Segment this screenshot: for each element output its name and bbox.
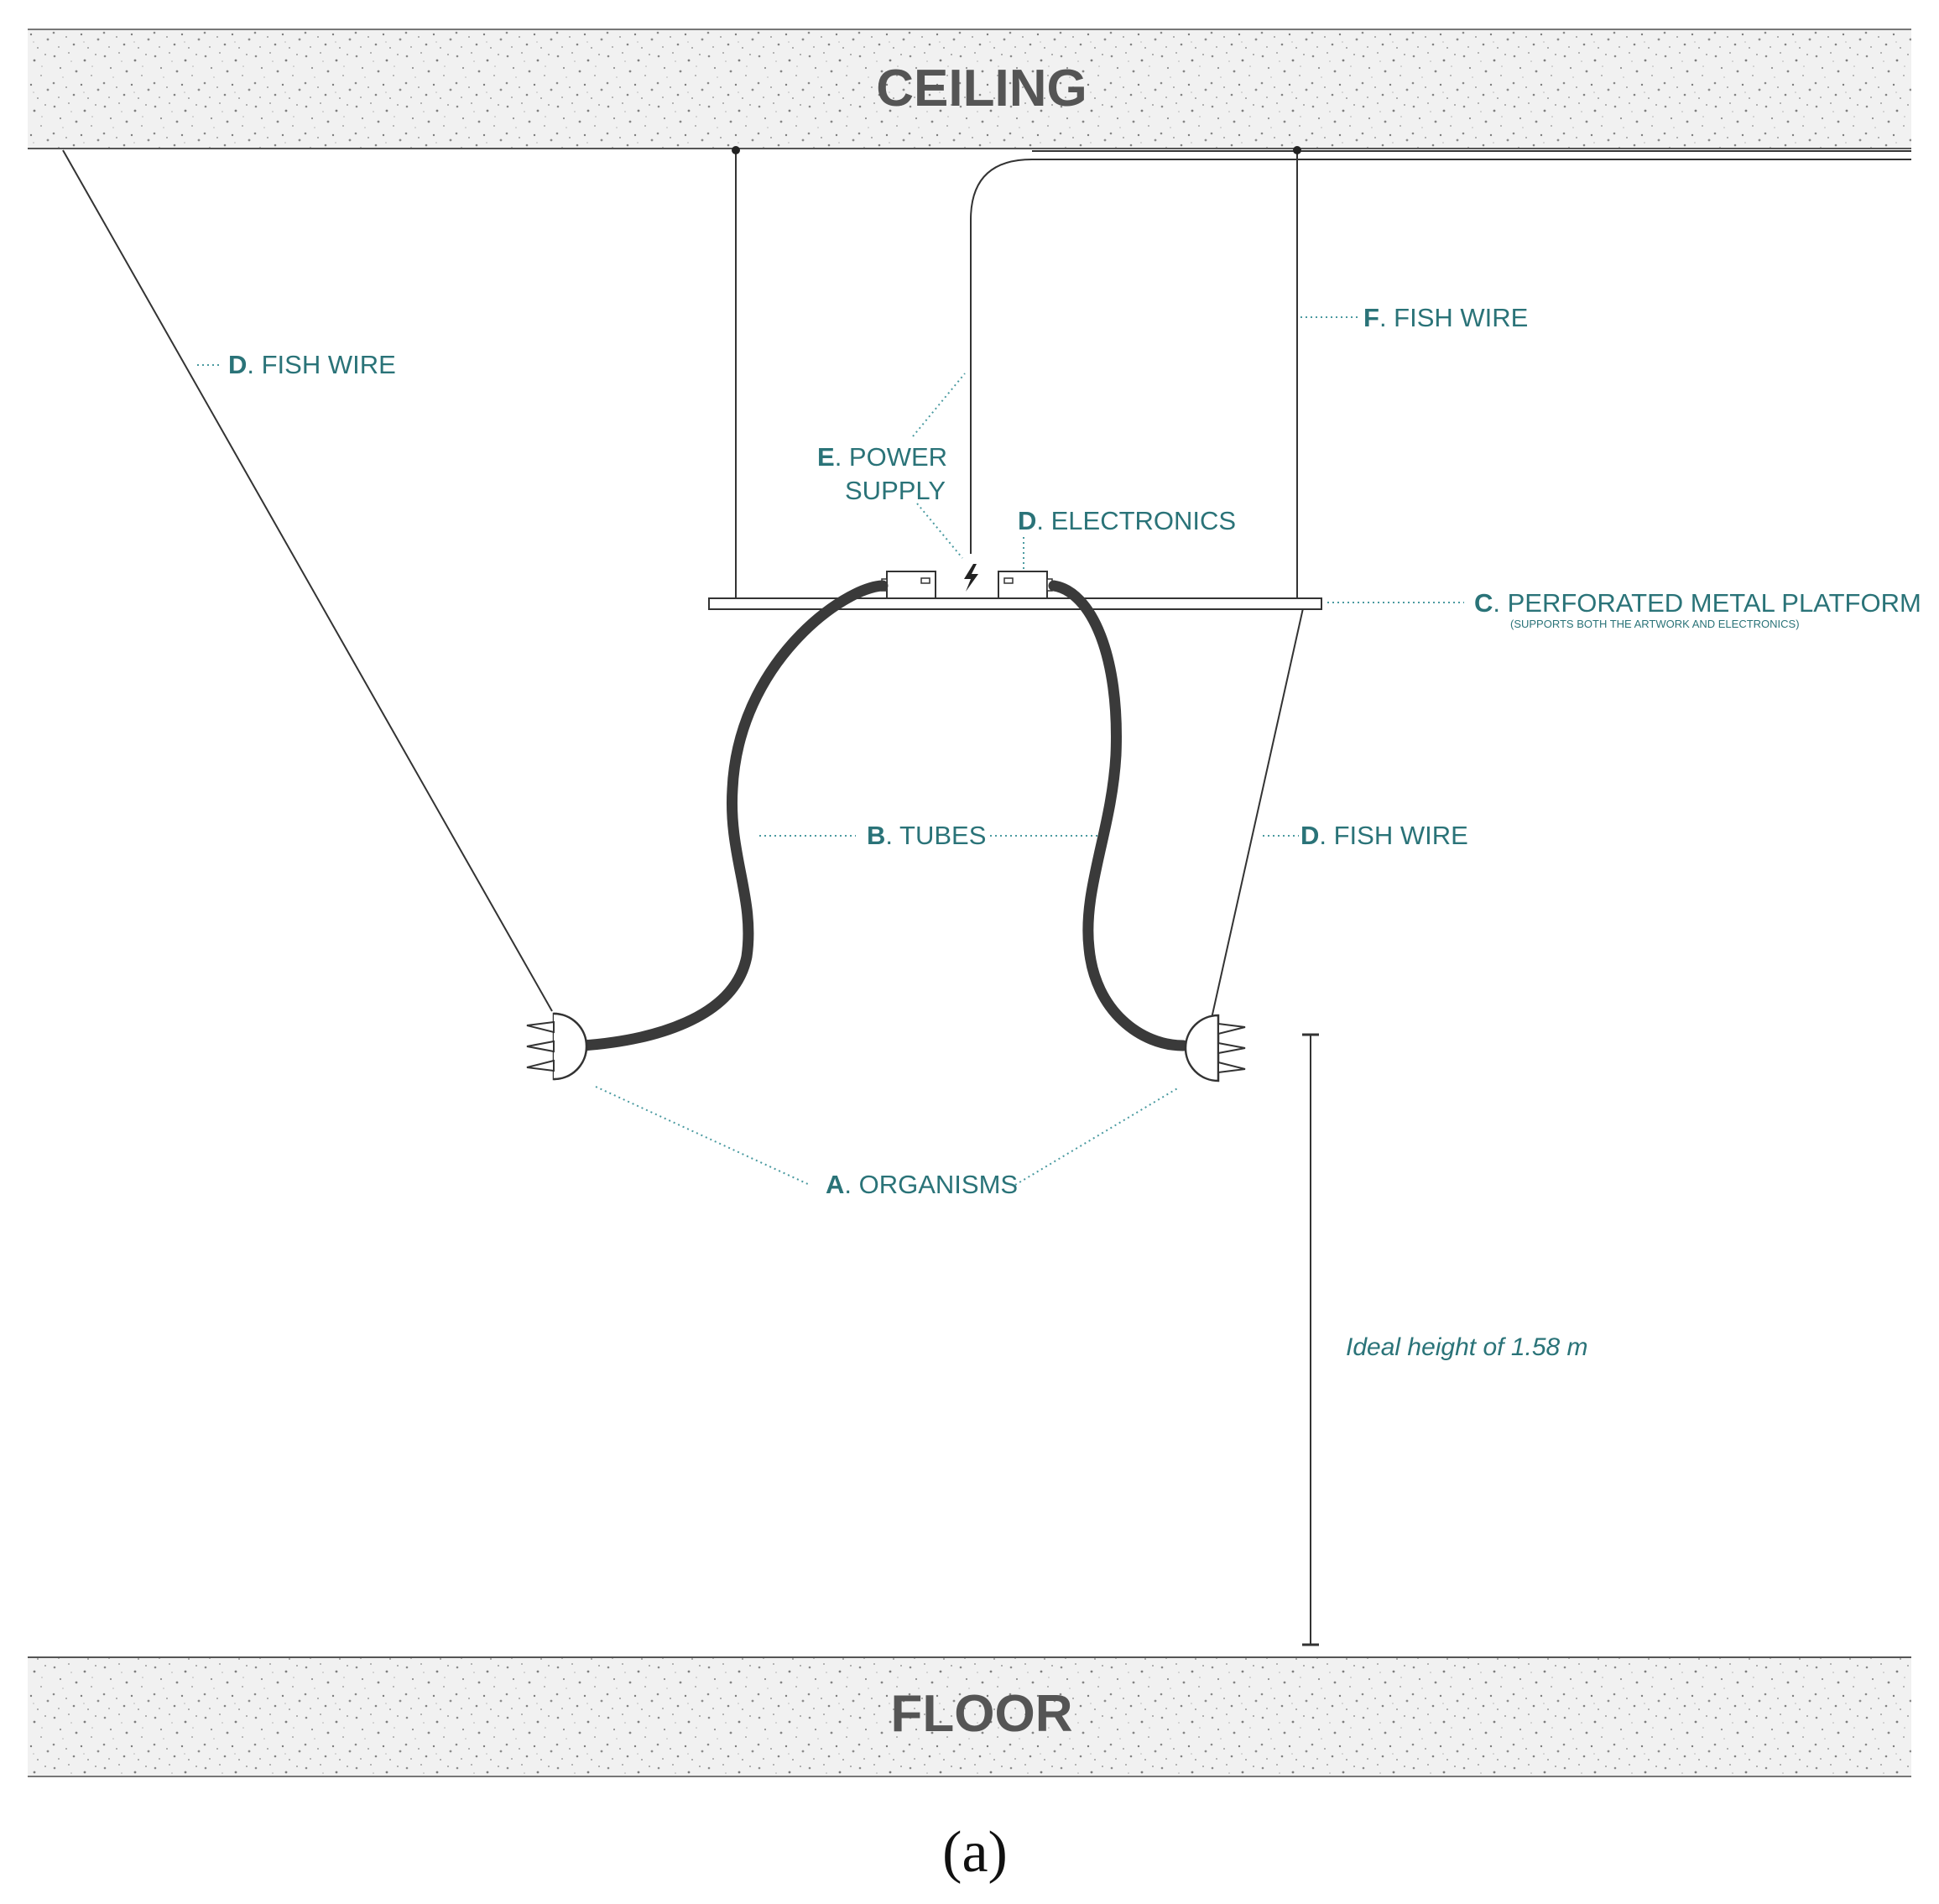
label-organisms: A. ORGANISMS [826,1170,1018,1199]
label-electronics: D. ELECTRONICS [1018,506,1236,535]
electronics-box-right [998,571,1053,599]
anchor-point [732,146,740,154]
label-ideal-height: Ideal height of 1.58 m [1346,1333,1588,1361]
organism-right [1184,1014,1246,1082]
leader-power-supply-top [912,373,966,437]
label-tubes: B. TUBES [867,821,986,850]
leader-organisms-left [595,1086,811,1186]
lightning-icon [964,564,978,592]
height-dimension [1302,1033,1319,1646]
label-fish-wire-right: D. FISH WIRE [1300,821,1468,850]
label-fish-wire-left: D. FISH WIRE [228,350,396,379]
floor-label: FLOOR [891,1685,1073,1743]
leader-organisms-right [1014,1087,1180,1186]
label-power-supply-line1: E. POWER [817,442,947,472]
ceiling-band: CEILING [28,29,1911,149]
label-platform-subtitle: (SUPPORTS BOTH THE ARTWORK AND ELECTRONI… [1510,618,1800,630]
power-cable [970,159,1911,554]
floor-band: FLOOR [28,1656,1911,1777]
perforated-metal-platform [708,597,1322,610]
leader-power-supply-bottom [916,503,963,559]
label-platform: C. PERFORATED METAL PLATFORM [1474,588,1921,618]
ceiling-label: CEILING [876,60,1087,117]
electronics-box-left [881,571,936,599]
figure-caption: (a) [942,1820,1008,1885]
tube-right [1048,580,1189,1051]
fish-wire-right-organism [1210,608,1304,1023]
anchor-point [1293,146,1301,154]
label-fish-wire-top-right: F. FISH WIRE [1363,303,1528,332]
fish-wire-left-organism [62,149,553,1012]
label-power-supply-line2: SUPPLY [845,476,946,505]
tube-left [577,580,889,1051]
organism-left [526,1012,588,1081]
